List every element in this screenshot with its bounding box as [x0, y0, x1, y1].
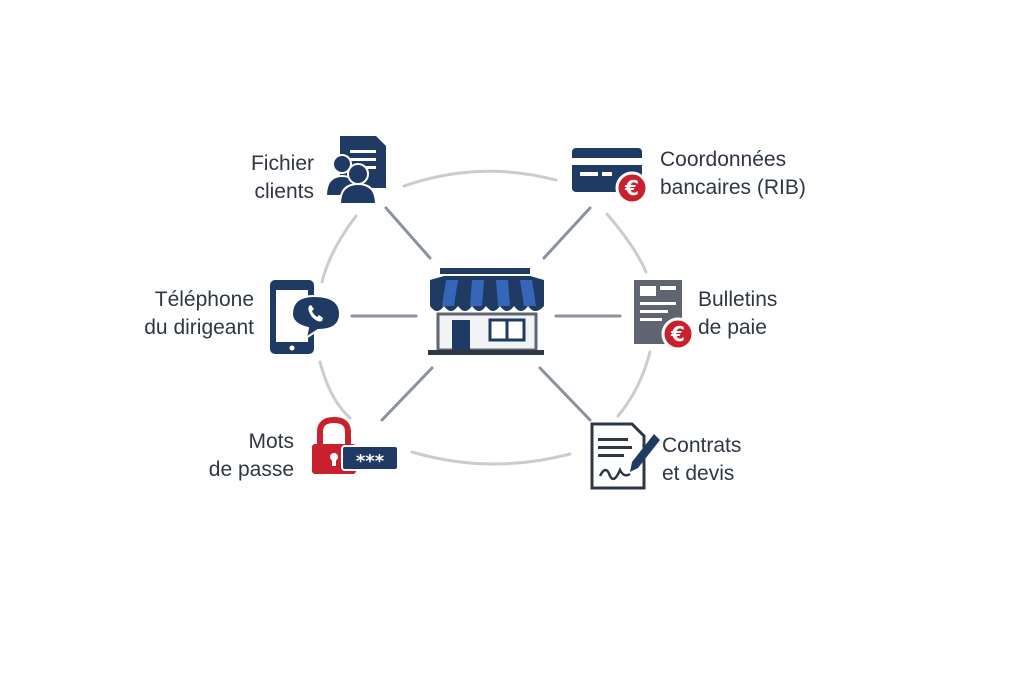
spoke-coordonnees [542, 206, 592, 260]
label-mots-de-passe: Mots de passe [209, 428, 294, 484]
padlock-password-icon: *** [312, 416, 399, 474]
euro-symbol: € [670, 322, 685, 346]
label-line: bancaires (RIB) [660, 176, 806, 199]
smartphone-call-icon [270, 280, 342, 354]
circle-arc-top [402, 169, 558, 188]
euro-symbol: € [624, 176, 639, 200]
label-line: Bulletins [698, 288, 778, 311]
password-badge: *** [356, 451, 385, 472]
label-fichier-clients: Fichier clients [251, 150, 314, 206]
label-line: clients [254, 180, 314, 203]
customer-file-icon [324, 136, 386, 205]
storefront-icon [428, 268, 544, 355]
circle-arc-bottom-left [318, 360, 352, 420]
spokes [350, 206, 622, 422]
label-line: Contrats [662, 434, 742, 457]
contract-signature-icon [590, 422, 660, 490]
payslip-euro-icon: € [634, 280, 695, 351]
circle-arc-bottom [410, 450, 572, 466]
label-line: de passe [208, 458, 294, 481]
spoke-contrats [538, 366, 592, 422]
label-bulletins-paie: Bulletins de paie [698, 286, 777, 342]
label-line: Téléphone [154, 288, 254, 311]
spoke-mots-de-passe [380, 366, 434, 422]
circle-arc-top-right [605, 212, 648, 274]
label-line: de paie [698, 316, 767, 339]
label-telephone-dirigeant: Téléphone du dirigeant [144, 286, 254, 342]
label-line: Mots [248, 430, 294, 453]
label-coordonnees-bancaires: Coordonnées bancaires (RIB) [660, 146, 806, 202]
label-line: et devis [662, 462, 735, 485]
circle-arc-top-left [320, 214, 358, 284]
bank-card-euro-icon: € [572, 148, 649, 205]
circle-arc-bottom-right [616, 350, 652, 418]
connection-circle [318, 169, 652, 466]
label-line: du dirigeant [144, 316, 254, 339]
label-line: Fichier [250, 152, 314, 175]
spoke-fichier-clients [384, 206, 432, 260]
label-contrats-devis: Contrats et devis [662, 432, 741, 488]
label-line: Coordonnées [660, 148, 787, 171]
